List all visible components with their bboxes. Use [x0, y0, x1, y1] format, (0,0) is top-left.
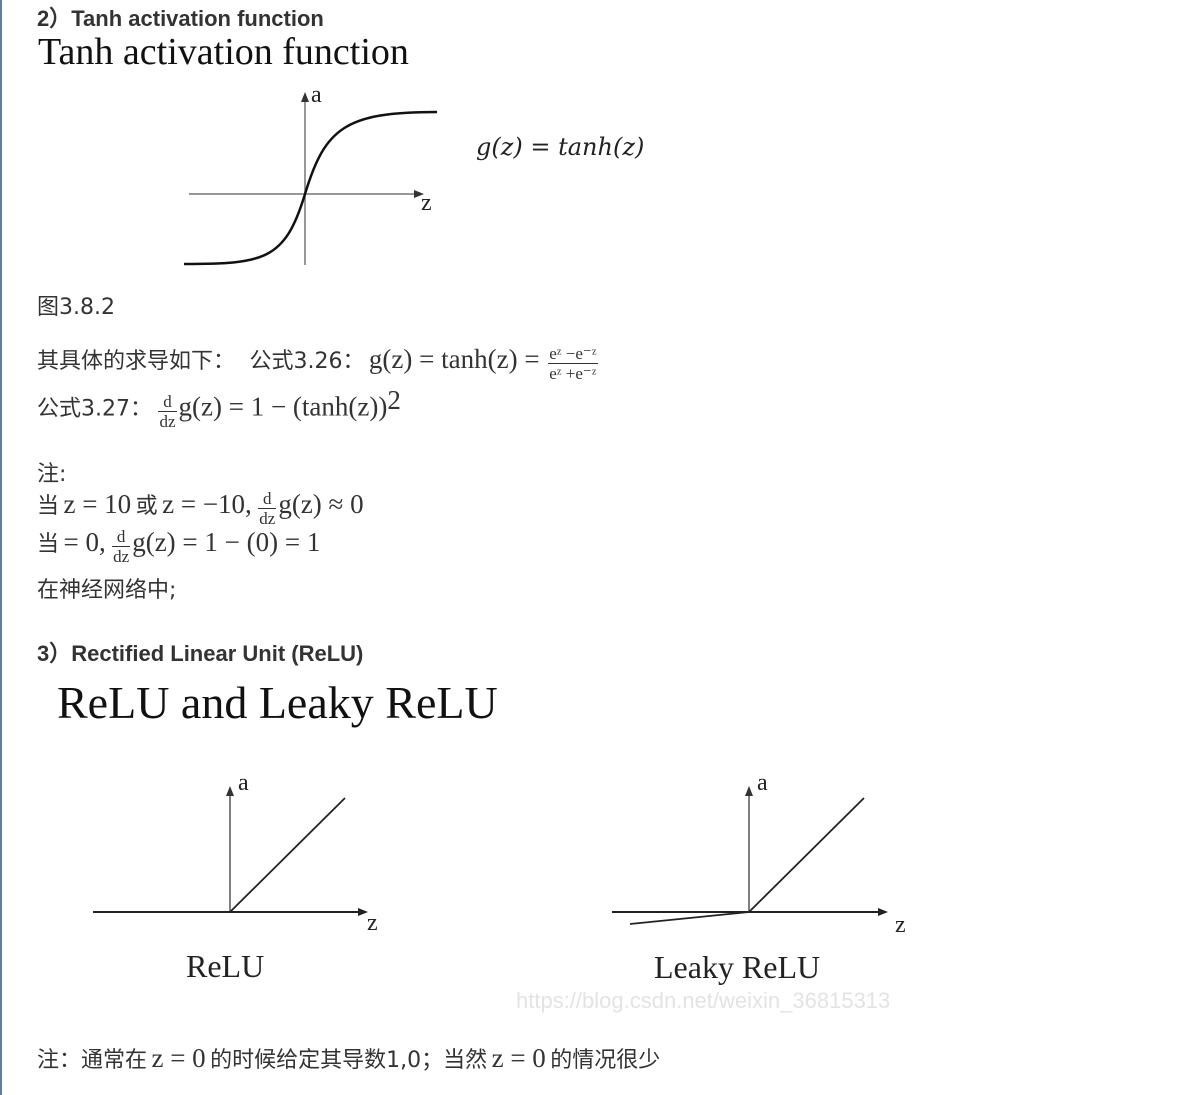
tanh-plot: a z	[183, 82, 438, 266]
derivative-operator: d dz	[158, 391, 177, 431]
tanh-formula: g(z) = tanh(z)	[476, 133, 645, 161]
relu-plots: a z ReLU a z Leaky ReLU	[93, 770, 906, 985]
tanh-z-label: z	[421, 190, 432, 216]
formula-3-27-rhs: g(z) = 1 − (tanh(z))	[178, 391, 388, 422]
note-condition-zero: = 0,	[63, 527, 106, 557]
note-line-3: 在神经网络中;	[37, 578, 177, 603]
formula-3-26-numerator: eᶻ −e⁻ᶻ	[548, 344, 598, 365]
tanh-a-label: a	[311, 82, 322, 108]
content-left-border	[0, 0, 2, 1095]
note-condition-z-neg-10: z = −10,	[162, 489, 252, 519]
relu-z-label: z	[367, 910, 378, 936]
section-heading-tanh: 2）Tanh activation function	[37, 6, 324, 31]
leaky-a-label: a	[757, 770, 768, 796]
leaky-relu-label: Leaky ReLU	[654, 949, 820, 985]
tanh-a-arrow-icon	[301, 92, 309, 102]
leaky-z-label: z	[895, 912, 906, 938]
formula-3-26-line: 其具体的求导如下： 公式3.26： g(z) = tanh(z) = eᶻ −e…	[37, 343, 600, 382]
formula-3-26-fraction: eᶻ −e⁻ᶻ eᶻ +e⁻ᶻ	[548, 344, 598, 384]
watermark: https://blog.csdn.net/weixin_36815313	[516, 988, 891, 1013]
relu-a-arrow-icon	[226, 786, 234, 796]
formula-3-26-label: 公式3.26：	[249, 349, 365, 374]
note-line-1: 当 z = 10 或 z = −10, d dz g(z) ≈ 0	[37, 489, 364, 529]
tanh-z-arrow-icon	[414, 190, 424, 198]
note-derivative-approx-zero: g(z) ≈ 0	[278, 489, 364, 519]
relu-a-label: a	[238, 770, 249, 796]
notes-label: 注:	[37, 462, 67, 487]
note-derivative-at-zero: g(z) = 1 − (0) = 1	[132, 527, 321, 557]
relu-figure-title: ReLU and Leaky ReLU	[57, 677, 498, 728]
footer-note: 注：通常在 z = 0 的时候给定其导数1,0；当然 z = 0 的情况很少	[37, 1043, 661, 1073]
formula-3-26-lhs: g(z) = tanh(z) =	[368, 344, 547, 374]
leaky-z-arrow-icon	[878, 908, 888, 916]
leaky-a-arrow-icon	[745, 786, 753, 796]
footer-condition-1: z = 0	[151, 1043, 206, 1073]
section-heading-relu: 3）Rectified Linear Unit (ReLU)	[37, 641, 364, 666]
figure-caption: 图3.8.2	[37, 295, 115, 320]
derivative-operator: d dz	[112, 527, 131, 567]
leaky-positive-line	[748, 797, 865, 913]
relu-z-arrow-icon	[358, 908, 368, 916]
relu-label: ReLU	[186, 948, 264, 984]
formula-3-27-line: 公式3.27： d dz g(z) = 1 − (tanh(z))2	[37, 385, 401, 430]
note-line-2: 当 = 0, d dz g(z) = 1 − (0) = 1	[37, 527, 321, 567]
leaky-negative-line	[629, 911, 750, 925]
derivation-intro: 其具体的求导如下：	[37, 349, 236, 374]
footer-condition-2: z = 0	[491, 1043, 546, 1073]
formula-3-27-exponent: 2	[387, 385, 401, 415]
note-condition-z-10: z = 10	[63, 489, 132, 519]
relu-line	[229, 797, 346, 913]
tanh-figure-title: Tanh activation function	[38, 31, 409, 73]
formula-3-26-denominator: eᶻ +e⁻ᶻ	[549, 364, 597, 384]
derivative-operator: d dz	[258, 489, 277, 529]
formula-3-27-label: 公式3.27：	[37, 396, 152, 422]
tanh-curve	[183, 110, 438, 266]
